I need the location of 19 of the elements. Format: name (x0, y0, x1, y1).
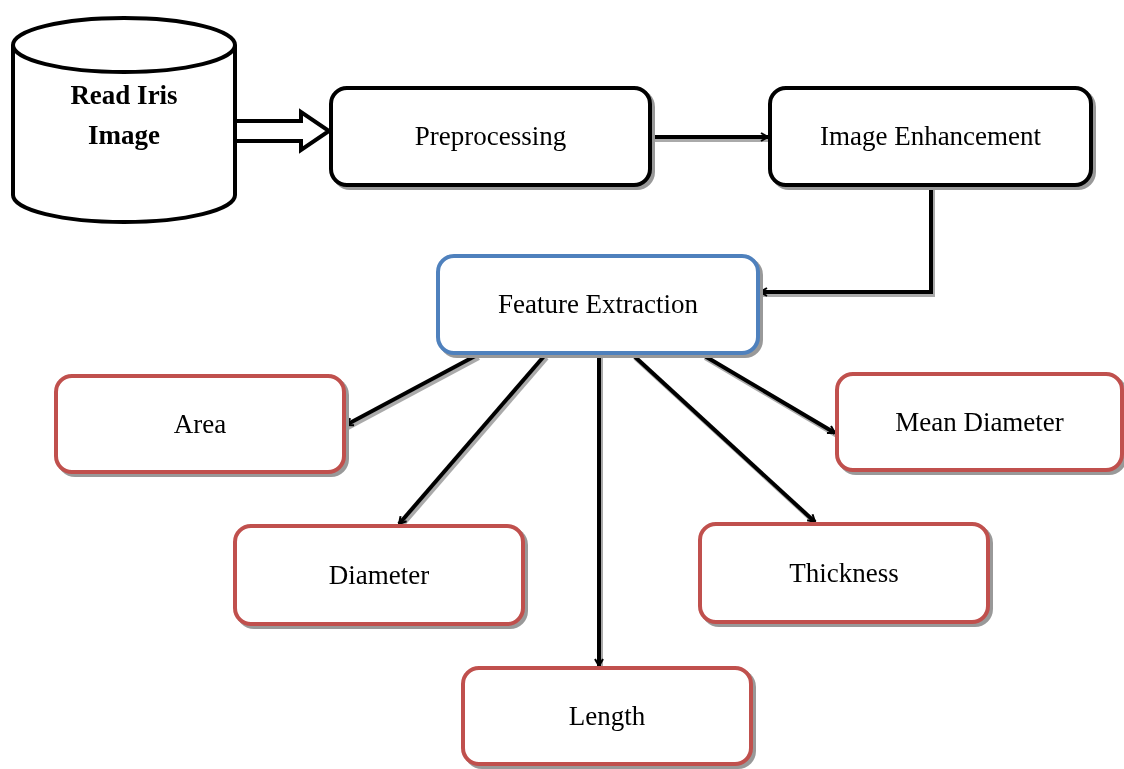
arrow (594, 355, 604, 667)
node-label: Preprocessing (414, 121, 567, 152)
node-label: Image Enhancement (819, 121, 1042, 152)
node-label: Mean Diameter (895, 406, 1064, 438)
feature-box (54, 374, 346, 474)
node-label: Area (173, 408, 227, 440)
node-label: Length (568, 700, 646, 732)
node-label: Read Iris Image (69, 78, 179, 152)
process-box (436, 254, 760, 355)
process-box (768, 86, 1093, 187)
process-box (329, 86, 652, 187)
feature-box (698, 522, 990, 624)
feature-box (461, 666, 753, 766)
arrow (652, 132, 769, 142)
feature-box (835, 372, 1124, 472)
node-label: Feature Extraction (497, 289, 699, 320)
feature-box (233, 524, 525, 626)
node-label: Diameter (328, 559, 430, 591)
node-label: Thickness (789, 557, 899, 589)
